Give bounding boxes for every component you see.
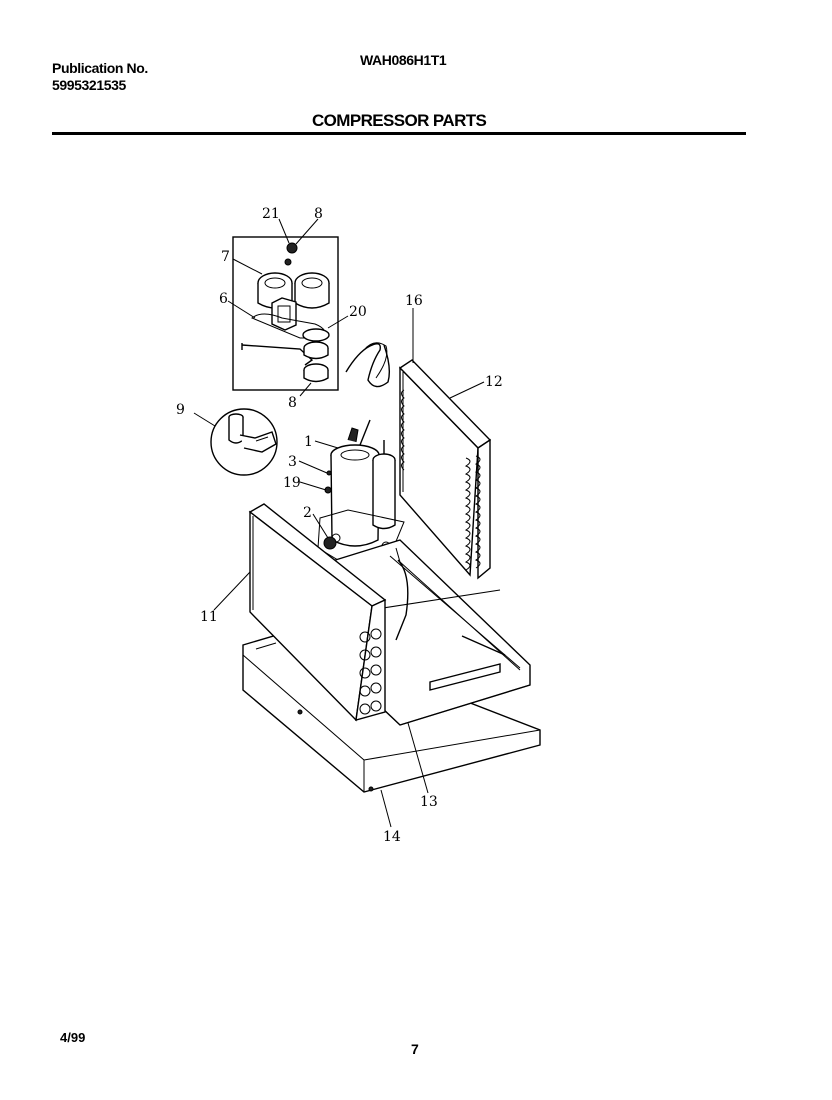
callout-19: 19 <box>283 475 301 491</box>
page-number: 7 <box>411 1041 419 1057</box>
callout-12: 12 <box>485 374 503 390</box>
callout-labels: 21 8 7 7 6 6 20 8 16 12 9 1 3 3 19 2 11 … <box>176 206 503 845</box>
callout-7b: 7 <box>221 249 230 265</box>
callout-16: 16 <box>405 293 423 309</box>
callout-9: 8 <box>314 206 323 222</box>
callout-6b: 6 <box>219 291 228 307</box>
callout-10: 9 <box>176 402 185 418</box>
condenser-coil <box>398 359 492 580</box>
page-title: COMPRESSOR PARTS <box>312 111 487 130</box>
callout-14: 14 <box>383 829 401 845</box>
publication-number: 5995321535 <box>52 77 126 93</box>
callout-3b: 3 <box>288 454 297 470</box>
callout-20: 20 <box>349 304 367 320</box>
callout-11: 11 <box>200 609 218 625</box>
callout-13: 13 <box>420 794 438 810</box>
publication-label: Publication No. <box>52 60 148 76</box>
evaporator-coil <box>248 503 387 722</box>
capillary-coil <box>345 342 391 388</box>
model-number: WAH086H1T1 <box>360 52 447 68</box>
capacitor-inset <box>232 236 339 391</box>
callout-8: 8 <box>288 395 297 411</box>
revision-date: 4/99 <box>60 1030 86 1045</box>
callout-2: 2 <box>303 505 312 521</box>
callout-1: 1 <box>304 434 313 450</box>
compressor <box>317 419 405 567</box>
header-rule <box>52 132 746 135</box>
callout-21: 21 <box>262 206 280 222</box>
overload-inset <box>210 408 278 476</box>
leader-lines <box>193 218 485 828</box>
